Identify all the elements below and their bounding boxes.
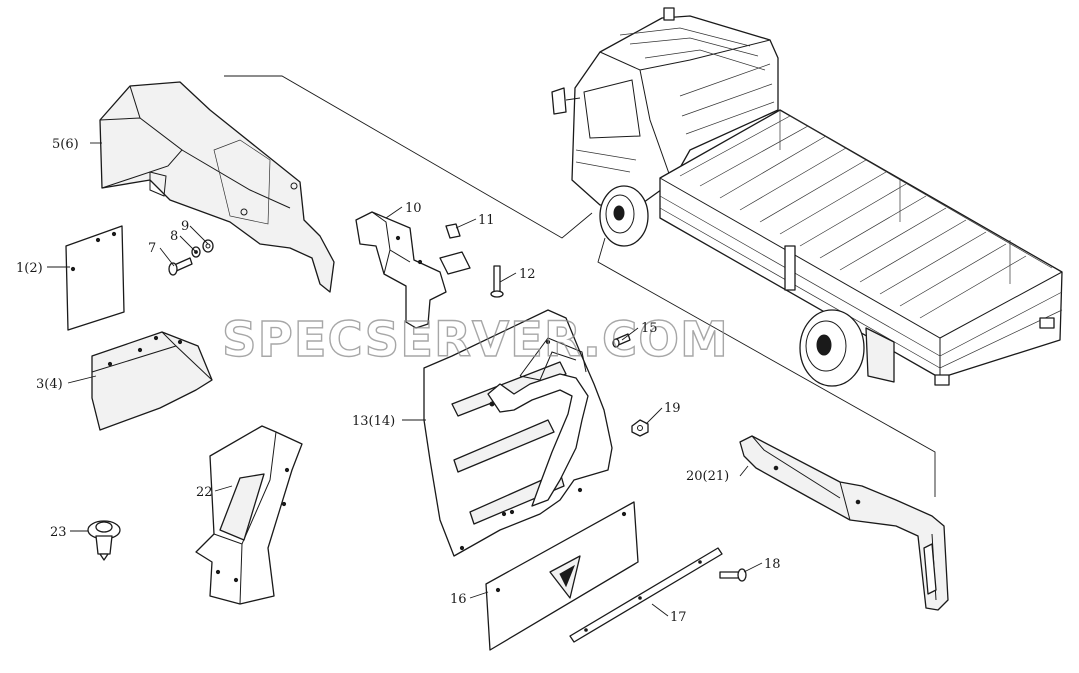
part-10-bracket: [355, 211, 447, 329]
callout-5-6: 5(6): [52, 137, 79, 152]
part-12-bolt: [490, 265, 504, 298]
callout-22: 22: [196, 485, 213, 500]
part-9-nut: [202, 239, 214, 253]
part-7-bolt: [168, 257, 193, 276]
callout-17: 17: [670, 610, 687, 625]
part-13-14-mud-guard-assembly: [423, 309, 613, 557]
callout-20-21: 20(21): [686, 469, 729, 484]
callout-7: 7: [148, 241, 156, 256]
callout-15: 15: [641, 321, 658, 336]
truck-illustration: [551, 7, 1063, 387]
callout-leaders: [47, 142, 763, 617]
part-3-4-bracket: [91, 331, 213, 431]
callout-11: 11: [478, 213, 495, 228]
callout-13-14: 13(14): [352, 414, 395, 429]
callout-8: 8: [170, 229, 178, 244]
part-17-retaining-strip: [569, 547, 723, 643]
callout-1-2: 1(2): [16, 261, 43, 276]
callout-19: 19: [664, 401, 681, 416]
assembly-reference-lines: [224, 75, 936, 497]
callout-9: 9: [181, 219, 189, 234]
callout-10: 10: [405, 201, 422, 216]
callout-23: 23: [50, 525, 67, 540]
watermark-text: SPECSERVER.COM: [222, 312, 729, 368]
part-18-bolt: [719, 568, 747, 582]
part-19-nut: [631, 419, 649, 437]
callout-labels: 5(6) 1(2) 3(4) 7 8 9 10 11 12 13(14) 15 …: [16, 137, 781, 625]
callout-12: 12: [519, 267, 536, 282]
part-5-6-wheel-house-liner: [99, 81, 335, 293]
callout-16: 16: [450, 592, 467, 607]
part-16-mud-flap: [485, 501, 639, 651]
callout-3-4: 3(4): [36, 377, 63, 392]
part-11-nut-bracket: [439, 223, 471, 275]
part-1-2-mud-flap: [65, 225, 125, 331]
part-22-support-bracket: [195, 425, 303, 605]
part-20-21-mudguard-bracket: [739, 435, 949, 611]
callout-18: 18: [764, 557, 781, 572]
part-23-plastic-clip: [87, 520, 121, 561]
